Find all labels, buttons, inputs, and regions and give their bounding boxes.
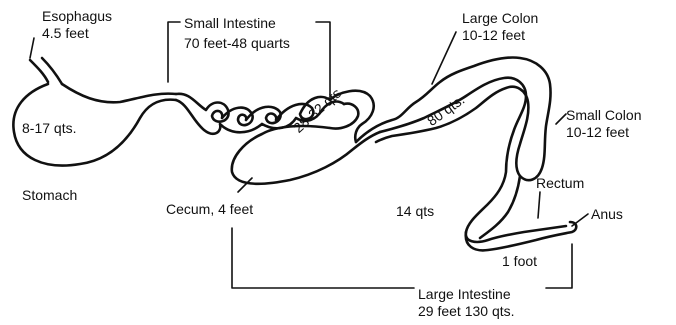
small-colon-length: 10-12 feet xyxy=(566,124,641,141)
esophagus-outline xyxy=(30,58,62,84)
large-colon-outline xyxy=(356,57,551,180)
large-intestine-label: Large Intestine 29 feet 130 qts. xyxy=(418,286,515,320)
anus-label: Anus xyxy=(591,206,623,223)
rectum-label: Rectum xyxy=(536,175,584,192)
cecum-label: Cecum, 4 feet xyxy=(166,201,253,218)
esophagus-length: 4.5 feet xyxy=(42,25,112,42)
large-colon-label: Large Colon 10-12 feet xyxy=(462,10,538,44)
large-intestine-detail: 29 feet 130 qts. xyxy=(418,303,515,320)
esophagus-leader xyxy=(30,38,34,58)
small-intestine-detail: 70 feet-48 quarts xyxy=(184,33,290,53)
small-intestine-name: Small Intestine xyxy=(184,13,290,33)
small-colon-leader xyxy=(556,114,566,124)
esophagus-label: Esophagus 4.5 feet xyxy=(42,8,112,42)
large-colon-name: Large Colon xyxy=(462,10,538,27)
rectum-leader xyxy=(538,192,540,218)
esophagus-name: Esophagus xyxy=(42,8,112,25)
small-colon-label: Small Colon 10-12 feet xyxy=(566,107,641,141)
large-colon-leader xyxy=(432,32,456,84)
small-colon-capacity: 14 qts xyxy=(396,203,434,220)
rectum-length: 1 foot xyxy=(502,253,537,270)
small-colon-name: Small Colon xyxy=(566,107,641,124)
small-intestine-label: Small Intestine 70 feet-48 quarts xyxy=(184,13,290,53)
anus-leader xyxy=(572,214,588,226)
stomach-capacity: 8-17 qts. xyxy=(22,120,76,137)
stomach-label: Stomach xyxy=(22,187,77,204)
large-intestine-name: Large Intestine xyxy=(418,286,515,303)
large-colon-length: 10-12 feet xyxy=(462,27,538,44)
